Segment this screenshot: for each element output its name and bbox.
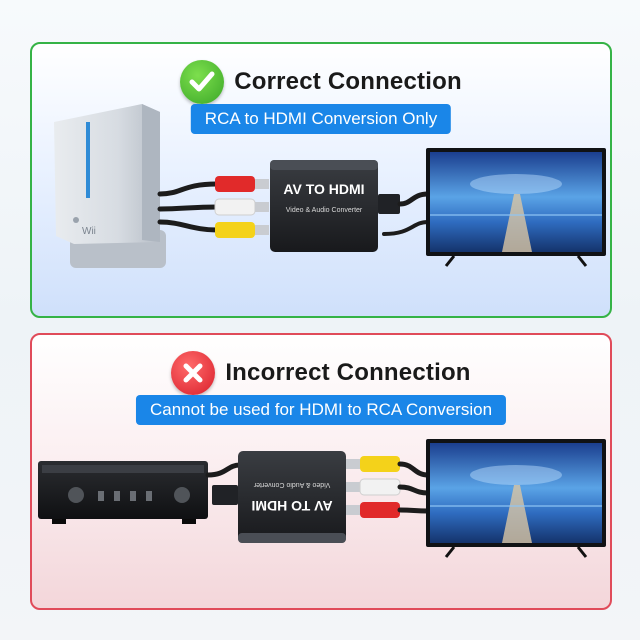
incorrect-scene: AV TO HDMI Video & Audio Converter <box>38 439 606 558</box>
rca-cables <box>397 461 431 514</box>
rca-plugs <box>346 456 401 518</box>
incorrect-connection-panel: Incorrect Connection Cannot be used for … <box>30 333 612 610</box>
converter-title: AV TO HDMI <box>251 498 332 514</box>
cross-circle-icon <box>171 351 216 395</box>
incorrect-subtitle-pill: Cannot be used for HDMI to RCA Conversio… <box>135 395 507 425</box>
wii-console: Wii <box>54 104 166 268</box>
correct-heading: Correct Connection <box>32 60 610 104</box>
av-to-hdmi-converter: AV TO HDMI Video & Audio Converter <box>270 160 400 252</box>
television <box>426 439 606 558</box>
incorrect-heading: Incorrect Connection <box>32 351 610 395</box>
wii-logo: Wii <box>82 226 96 237</box>
correct-scene: Wii AV TO HDMI Video & Audio Converter <box>54 104 606 268</box>
rca-plugs <box>214 176 269 238</box>
television <box>426 148 606 267</box>
hdmi-cable-in <box>205 462 243 505</box>
check-circle-icon <box>180 60 225 104</box>
incorrect-title: Incorrect Connection <box>225 359 471 386</box>
converter-title: AV TO HDMI <box>283 181 364 197</box>
correct-title: Correct Connection <box>234 68 462 95</box>
wii-cables <box>157 181 220 233</box>
correct-subtitle-pill: RCA to HDMI Conversion Only <box>190 104 452 134</box>
correct-connection-panel: Correct Connection RCA to HDMI Conversio… <box>30 42 612 318</box>
converter-subtitle: Video & Audio Converter <box>253 481 330 488</box>
av-to-hdmi-converter-reversed: AV TO HDMI Video & Audio Converter <box>238 451 346 543</box>
converter-subtitle: Video & Audio Converter <box>286 207 363 214</box>
amplifier <box>38 461 208 524</box>
hdmi-cable <box>382 191 431 236</box>
